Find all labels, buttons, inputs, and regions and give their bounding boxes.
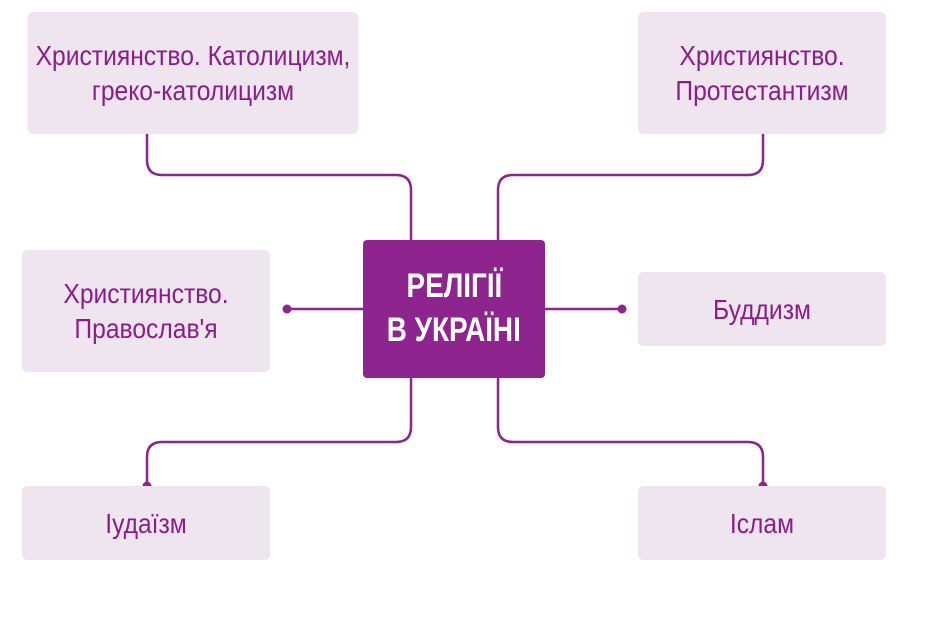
node-catholicism-line2: греко-католицизм — [91, 75, 295, 106]
node-judaism: Іудаїзм — [21, 486, 271, 560]
connector-protestantism — [496, 130, 765, 240]
node-buddhism: Буддизм — [637, 272, 887, 346]
connector-islam — [496, 378, 765, 486]
node-judaism-label: Іудаїзм — [105, 507, 187, 539]
node-islam: Іслам — [637, 486, 887, 560]
node-catholicism-line1: Християнство. Католицизм, — [35, 40, 351, 71]
node-orthodoxy-line2: Православ'я — [74, 313, 218, 344]
center-title-line2: В УКРАЇНІ — [386, 311, 522, 349]
node-buddhism-label: Буддизм — [713, 293, 811, 325]
center-title-line1: РЕЛІГІЇ — [406, 267, 502, 306]
node-protestantism: Християнство. Протестантизм — [637, 12, 887, 134]
connector-dot-orthodoxy — [282, 304, 292, 314]
node-islam-label: Іслам — [729, 507, 795, 539]
node-orthodoxy-line1: Християнство. — [63, 278, 229, 309]
node-orthodoxy: Християнство. Православ'я — [21, 250, 271, 372]
connector-catholicism — [145, 130, 413, 240]
connector-judaism — [145, 378, 413, 486]
node-protestantism-line1: Християнство. — [679, 40, 845, 71]
node-protestantism-line2: Протестантизм — [675, 75, 849, 106]
connector-dot-buddhism — [617, 304, 627, 314]
center-node: РЕЛІГІЇ В УКРАЇНІ — [363, 240, 545, 378]
node-catholicism: Християнство. Католицизм, греко-католици… — [27, 12, 359, 134]
